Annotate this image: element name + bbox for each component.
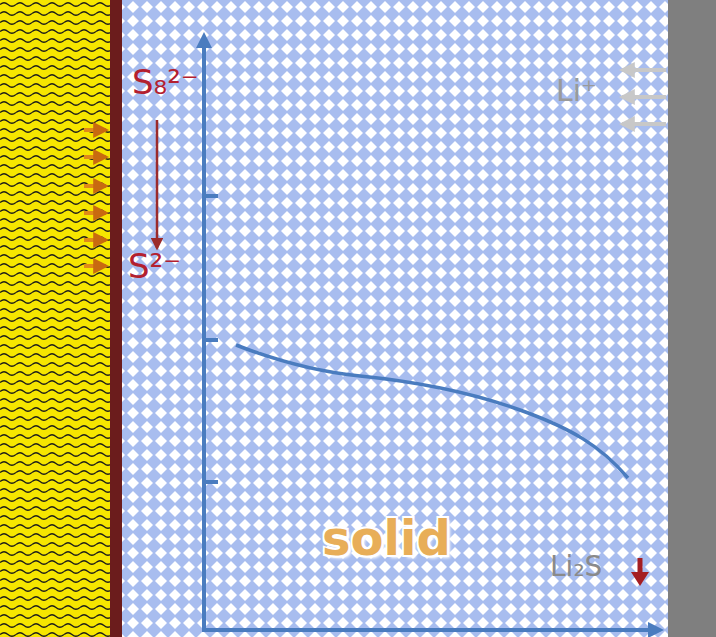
axis-tick <box>204 194 218 198</box>
y-axis <box>202 40 206 632</box>
precipitation-arrowhead <box>631 572 649 586</box>
electron-arrow <box>84 155 106 159</box>
lithium-electrode <box>668 0 716 637</box>
axis-ticks <box>204 196 218 482</box>
electron-arrows <box>84 130 106 266</box>
product-label: Li₂S <box>550 552 602 583</box>
phase-label: solid <box>322 512 451 565</box>
axis-tick <box>204 338 218 342</box>
discharge-curve <box>236 345 628 478</box>
ion-arrows <box>622 70 666 124</box>
electrolyte-region <box>122 0 668 637</box>
precipitation-arrow <box>638 558 643 574</box>
sulfur-electrode <box>0 0 110 637</box>
polysulfide-label: S₈²⁻ <box>132 64 199 101</box>
axis-tick <box>204 480 218 484</box>
ion-arrow <box>622 68 666 72</box>
reduction-arrow <box>156 120 159 248</box>
electron-arrow <box>84 211 106 215</box>
electron-arrow <box>84 128 106 132</box>
x-axis <box>202 628 656 632</box>
electron-arrow <box>84 264 106 268</box>
sulfide-label: S²⁻ <box>128 248 181 285</box>
electron-arrow <box>84 184 106 188</box>
ion-arrow <box>622 122 666 126</box>
lithium-ion-label: Li⁺ <box>556 74 597 107</box>
electrode-interface <box>110 0 122 637</box>
ion-arrow <box>622 95 666 99</box>
electron-arrow <box>84 238 106 242</box>
